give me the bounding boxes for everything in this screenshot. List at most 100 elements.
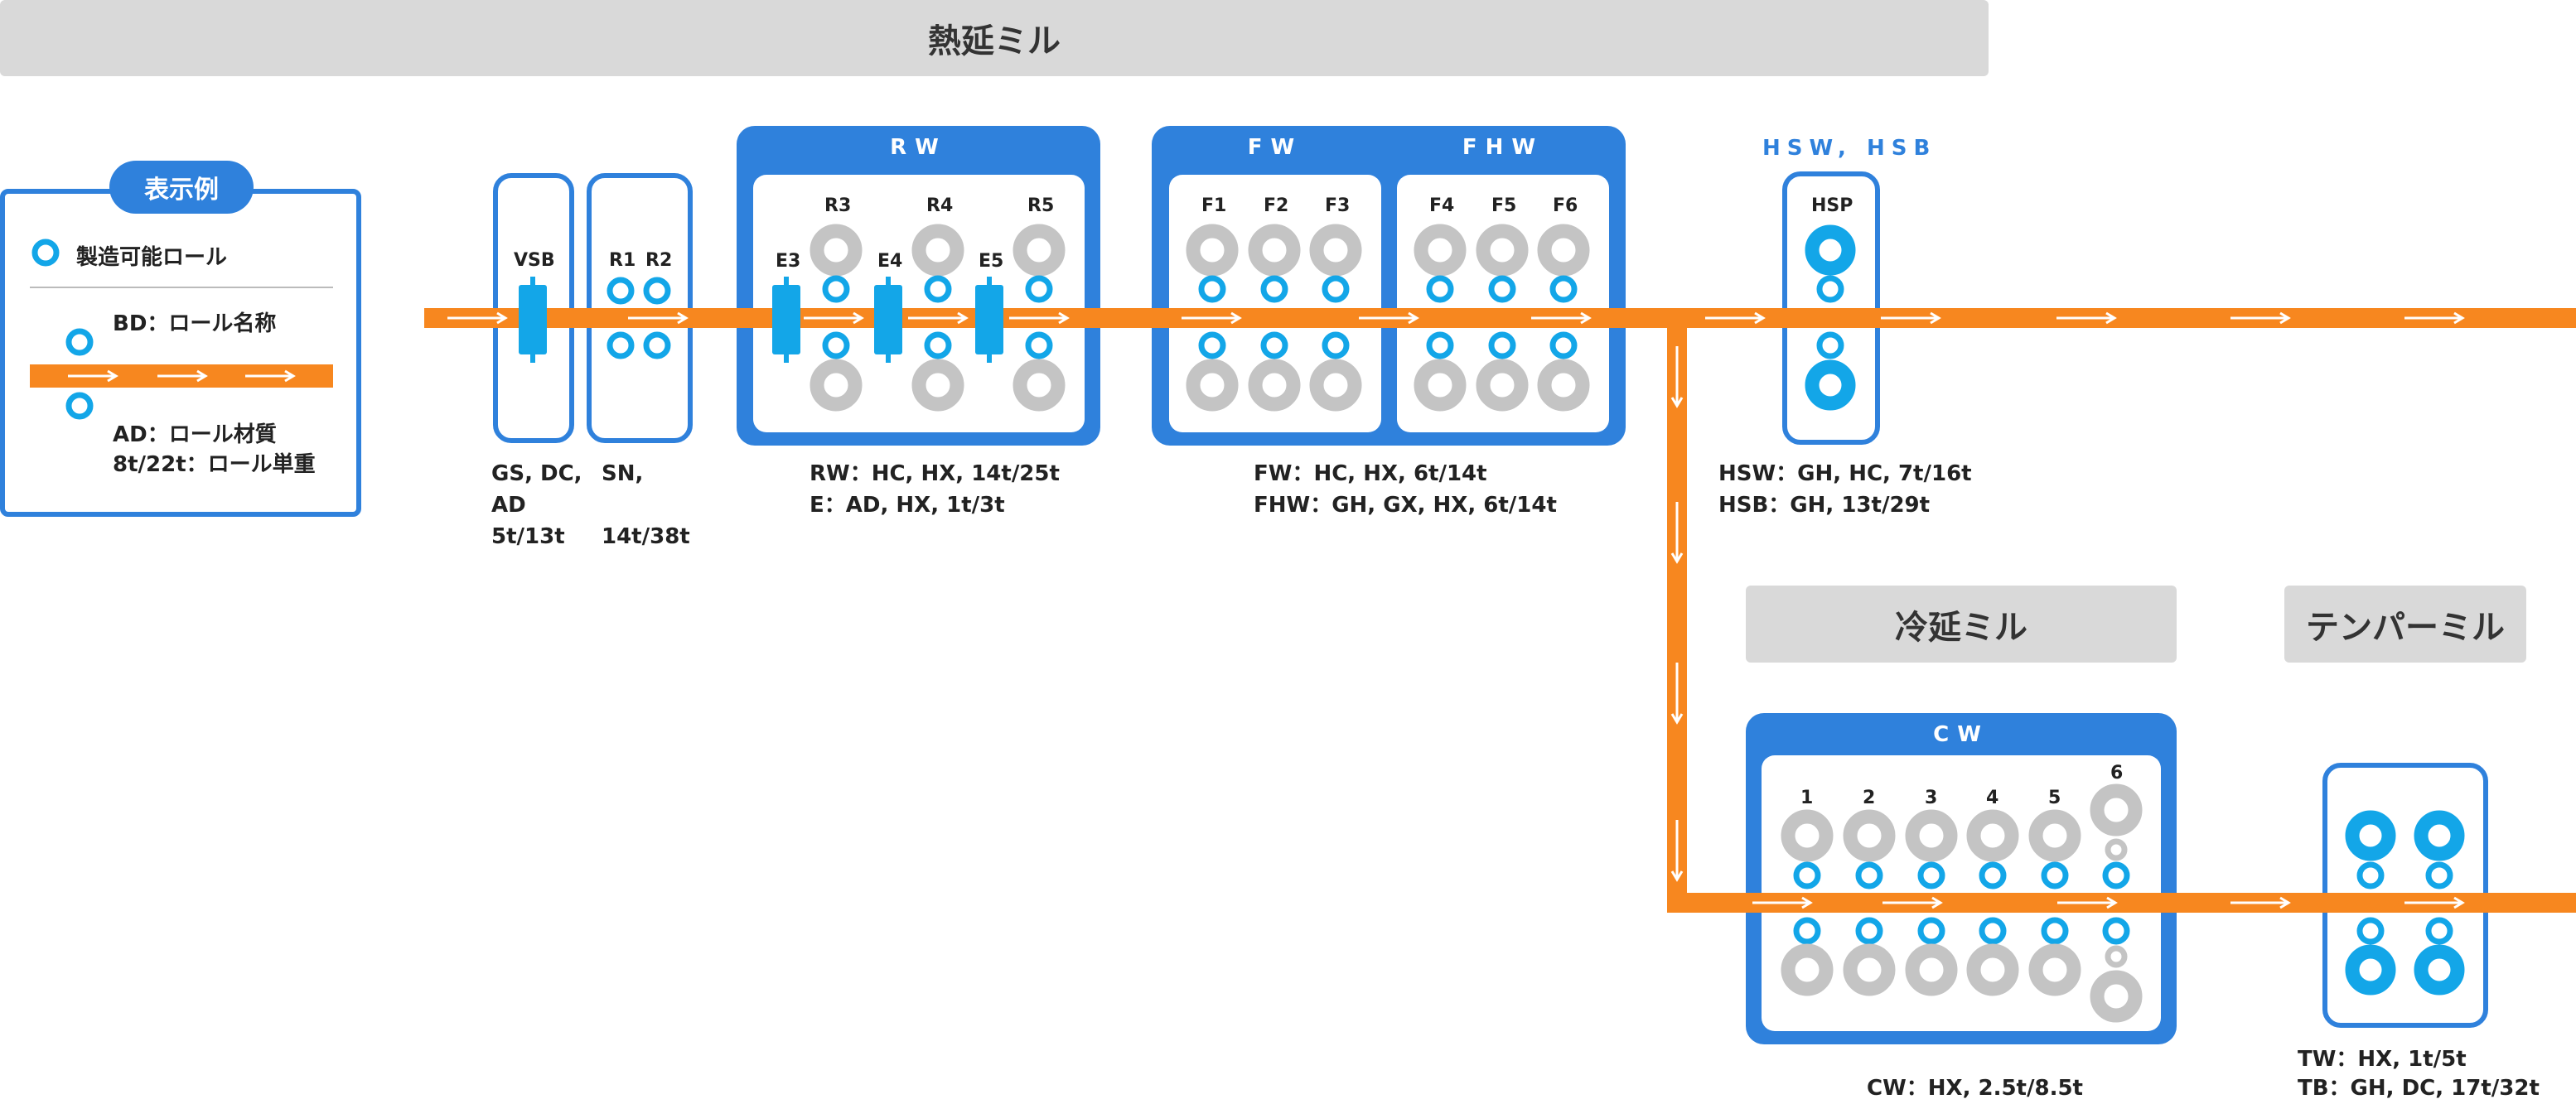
flow-arrow-9-head bbox=[1930, 311, 1941, 325]
tm2-top-backup-roll bbox=[2414, 810, 2465, 861]
r3-label: R3 bbox=[824, 195, 852, 216]
hsp-label: HSP bbox=[1811, 195, 1853, 216]
r1-bottom-roll bbox=[607, 331, 635, 359]
e3-edger bbox=[772, 285, 800, 354]
down-arrow-3-head bbox=[1670, 870, 1684, 882]
rw-info-1: RW：HC, HX, 14t/25t bbox=[810, 461, 1060, 486]
r5-bottom-work-roll bbox=[1025, 331, 1053, 359]
cold-arrow-4-head bbox=[2453, 896, 2465, 909]
temper-mill-title: テンパーミル bbox=[2306, 608, 2505, 647]
e5-label: E5 bbox=[979, 251, 1004, 272]
fw-title: FW bbox=[1247, 135, 1303, 160]
vsb-edger bbox=[519, 285, 547, 354]
r4-bottom-work-roll bbox=[924, 331, 952, 359]
tm2-top-work-roll bbox=[2425, 861, 2453, 889]
legend-arrow-1-head bbox=[196, 369, 208, 383]
f3-bottom-work-roll bbox=[1322, 331, 1350, 359]
cw3-top-work-roll bbox=[1917, 861, 1945, 889]
cw3-bottom-work-roll bbox=[1917, 917, 1945, 945]
cw5-top-work-roll bbox=[2041, 861, 2069, 889]
cw1-bottom-work-roll bbox=[1793, 917, 1821, 945]
f4-label: F4 bbox=[1429, 195, 1455, 216]
legend-bd-label: BD：ロール名称 bbox=[113, 311, 277, 336]
f6-label: F6 bbox=[1553, 195, 1578, 216]
fw-info-2: FHW：GH, GX, HX, 6t/14t bbox=[1254, 493, 1557, 518]
hs-title: HSW, HSB bbox=[1762, 136, 1937, 161]
cw-stand-4-label: 4 bbox=[1986, 788, 1999, 808]
vsb-info-1: GS, DC, bbox=[491, 461, 582, 486]
r1-top-roll bbox=[607, 277, 635, 305]
vsb-info-3: 5t/13t bbox=[491, 524, 565, 549]
legend-bottom-roll-icon bbox=[65, 392, 94, 420]
flow-arrow-12-head bbox=[2453, 311, 2465, 325]
f6-bottom-backup-roll bbox=[1537, 359, 1590, 412]
r4-top-backup-roll bbox=[911, 224, 964, 277]
fw-info-1: FW：HC, HX, 6t/14t bbox=[1254, 461, 1487, 486]
tw-info-1: TW：HX, 1t/5t bbox=[2298, 1047, 2467, 1072]
r2-bottom-roll bbox=[643, 331, 671, 359]
f6-top-work-roll bbox=[1549, 275, 1578, 303]
temper-mill-banner: テンパーミル bbox=[2284, 586, 2526, 663]
tw-info-2: TB：GH, DC, 17t/32t bbox=[2298, 1076, 2540, 1101]
tm1-top-backup-roll bbox=[2345, 810, 2396, 861]
r4-top-work-roll bbox=[924, 275, 952, 303]
r4-label: R4 bbox=[926, 195, 954, 216]
flow-arrow-10-head bbox=[2105, 311, 2117, 325]
cw3-bottom-backup-roll bbox=[1905, 943, 1958, 996]
cold-mill-title: 冷延ミル bbox=[1895, 608, 2027, 647]
r5-bottom-backup-roll bbox=[1013, 359, 1066, 412]
hot-mill-title: 熱延ミル bbox=[928, 22, 1061, 60]
f2-label: F2 bbox=[1264, 195, 1289, 216]
cw-stand-6-label: 6 bbox=[2110, 763, 2124, 783]
r5-top-backup-roll bbox=[1013, 224, 1066, 277]
vsb-label: VSB bbox=[514, 250, 555, 271]
flow-arrow-8-head bbox=[1754, 311, 1766, 325]
f2-bottom-backup-roll bbox=[1248, 359, 1301, 412]
cw2-bottom-backup-roll bbox=[1843, 943, 1896, 996]
flow-arrow-5-head bbox=[1230, 311, 1242, 325]
cw5-top-backup-roll bbox=[2028, 809, 2081, 862]
cw2-top-backup-roll bbox=[1843, 809, 1896, 862]
cold-arrow-0-head bbox=[1801, 896, 1813, 909]
f5-top-backup-roll bbox=[1476, 224, 1529, 277]
f6-top-backup-roll bbox=[1537, 224, 1590, 277]
cw6-top-backup-roll bbox=[2090, 783, 2143, 836]
r2-label: R2 bbox=[645, 250, 673, 271]
tm1-top-work-roll bbox=[2356, 861, 2385, 889]
cw5-bottom-backup-roll bbox=[2028, 943, 2081, 996]
rw-title: RW bbox=[890, 135, 947, 160]
f5-label: F5 bbox=[1491, 195, 1517, 216]
legend-box bbox=[0, 189, 361, 517]
down-arrow-0-head bbox=[1670, 397, 1684, 408]
vsb-info-2: AD bbox=[491, 493, 526, 518]
tm1-bottom-backup-roll bbox=[2345, 944, 2396, 996]
r3-top-backup-roll bbox=[810, 224, 863, 277]
cw6-bottom-intermediate-roll bbox=[2105, 945, 2128, 968]
down-arrow-2-head bbox=[1670, 713, 1684, 725]
r12-info-1: SN, bbox=[602, 461, 644, 486]
r5-top-work-roll bbox=[1025, 275, 1053, 303]
r4-bottom-backup-roll bbox=[911, 359, 964, 412]
f1-bottom-work-roll bbox=[1198, 331, 1226, 359]
r3-top-work-roll bbox=[822, 275, 850, 303]
cw4-bottom-backup-roll bbox=[1966, 943, 2019, 996]
down-arrow-1-head bbox=[1670, 552, 1684, 564]
cw1-bottom-backup-roll bbox=[1781, 943, 1834, 996]
flow-arrow-0-head bbox=[496, 311, 508, 325]
r1-label: R1 bbox=[609, 250, 636, 271]
flow-arrow-7-head bbox=[1580, 311, 1592, 325]
cw4-top-work-roll bbox=[1979, 861, 2007, 889]
f5-top-work-roll bbox=[1488, 275, 1516, 303]
cw2-top-work-roll bbox=[1855, 861, 1883, 889]
f3-label: F3 bbox=[1325, 195, 1351, 216]
cw6-bottom-work-roll bbox=[2102, 917, 2130, 945]
f4-top-work-roll bbox=[1426, 275, 1454, 303]
tm1-bottom-work-roll bbox=[2356, 917, 2385, 945]
flow-arrow-3-head bbox=[957, 311, 969, 325]
cold-arrow-1-head bbox=[1931, 896, 1943, 909]
r3-bottom-backup-roll bbox=[810, 359, 863, 412]
e5-edger bbox=[975, 285, 1003, 354]
flow-arrow-1-head bbox=[677, 311, 689, 325]
hs-info-1: HSW：GH, HC, 7t/16t bbox=[1718, 461, 1972, 486]
f1-top-backup-roll bbox=[1186, 224, 1239, 277]
